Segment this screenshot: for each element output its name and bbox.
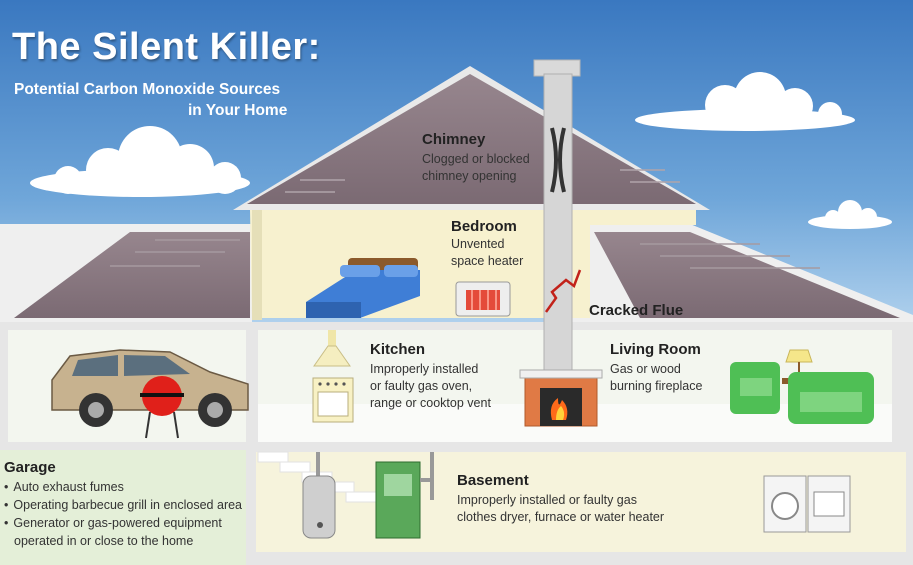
bedroom-label: Bedroom — [451, 218, 517, 235]
chimney-label: Chimney — [422, 131, 486, 148]
space-heater-icon — [455, 281, 511, 317]
list-item: Auto exhaust fumes — [4, 478, 242, 496]
right-roof-surface — [594, 232, 900, 318]
cloud-right — [635, 72, 855, 131]
bedroom-desc: Unvented space heater — [451, 236, 523, 270]
garage-label: Garage — [4, 459, 56, 476]
kitchen-desc-line-1: Improperly installed — [370, 362, 479, 376]
cloud-left — [30, 126, 250, 197]
basement-desc: Improperly installed or faulty gas cloth… — [457, 492, 664, 526]
basement-desc-line-2: clothes dryer, furnace or water heater — [457, 510, 665, 524]
blockage-icon — [550, 127, 566, 193]
living-room-label: Living Room — [610, 341, 701, 358]
cracked-flue-label: Cracked Flue — [589, 302, 684, 319]
chimney-desc-line-1: Clogged or blocked — [422, 152, 530, 166]
range-hood-icon — [313, 330, 351, 367]
list-item: Operating barbecue grill in enclosed are… — [4, 496, 242, 514]
fireplace-icon — [519, 369, 603, 427]
shingle-lines — [110, 239, 820, 269]
crack-icon — [544, 269, 582, 313]
basement-desc-line-1: Improperly installed or faulty gas — [457, 493, 637, 507]
armchair-icon — [730, 362, 780, 414]
oven-icon — [312, 377, 354, 423]
living-room-desc-line-2: burning fireplace — [610, 379, 703, 393]
living-room-desc: Gas or wood burning fireplace — [610, 361, 702, 395]
washer-dryer-icon — [763, 475, 851, 533]
sofa-icon — [788, 372, 874, 424]
garage-list: Auto exhaust fumes Operating barbecue gr… — [4, 478, 242, 550]
living-room-desc-line-1: Gas or wood — [610, 362, 681, 376]
bedroom-desc-line-2: space heater — [451, 254, 524, 268]
list-item: operated in or close to the home — [14, 534, 194, 548]
basement-label: Basement — [457, 472, 529, 489]
kitchen-desc-line-2: or faulty gas oven, — [370, 379, 473, 393]
furnace-icon — [375, 452, 434, 539]
bed-icon — [306, 258, 420, 318]
chimney-stack — [543, 73, 573, 401]
cloud-small — [808, 200, 892, 229]
chimney-desc-line-2: chimney opening — [422, 169, 517, 183]
water-heater-icon — [302, 452, 336, 539]
list-item: Generator or gas-powered equipment — [4, 514, 242, 532]
left-roof-surface — [14, 232, 250, 318]
subtitle-line-2: in Your Home — [188, 102, 288, 119]
main-roof — [247, 74, 696, 204]
kitchen-desc-line-3: range or cooktop vent — [370, 396, 491, 410]
chimney-desc: Clogged or blocked chimney opening — [422, 151, 530, 185]
page-title: The Silent Killer: — [12, 26, 321, 68]
bedroom-desc-line-1: Unvented — [451, 237, 505, 251]
barbecue-grill-icon — [140, 376, 184, 439]
kitchen-desc: Improperly installed or faulty gas oven,… — [370, 361, 491, 412]
kitchen-label: Kitchen — [370, 341, 426, 358]
subtitle-line-1: Potential Carbon Monoxide Sources — [14, 81, 281, 98]
page-subtitle: Potential Carbon Monoxide Sources in You… — [14, 79, 287, 121]
